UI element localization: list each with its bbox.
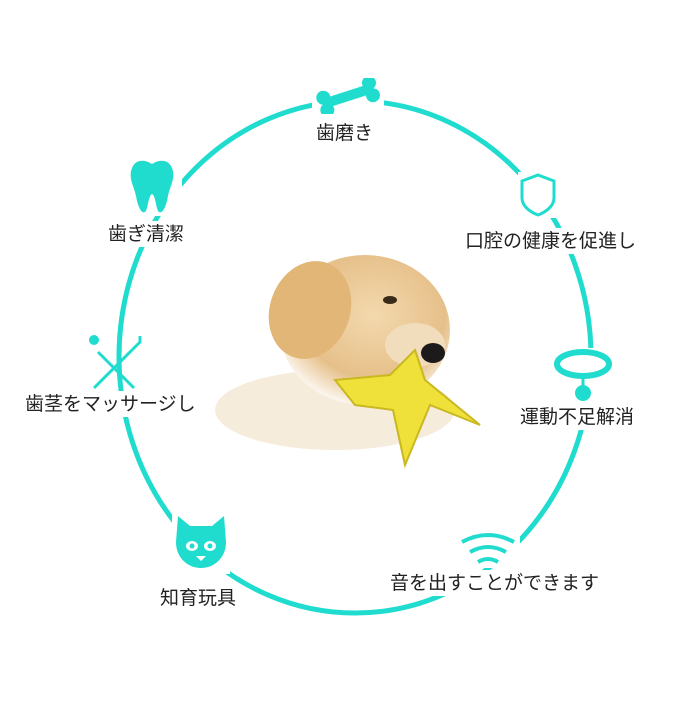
feature-label-brushing: 歯磨き	[313, 120, 377, 146]
dog-collar-icon	[552, 348, 614, 404]
feature-label-educational-toy: 知育玩具	[157, 585, 240, 611]
puppy-with-starfish-toy-photo	[215, 255, 481, 469]
feature-label-makes-sound: 音を出すことができます	[387, 570, 603, 596]
feature-label-dental-cleaning: 歯ぎ清潔	[105, 221, 188, 247]
shiba-dog-icon	[172, 512, 230, 574]
feature-label-oral-health: 口腔の健康を促進し	[462, 228, 640, 254]
bone-icon	[312, 75, 384, 118]
tooth-icon	[122, 156, 182, 216]
sound-wave-icon	[456, 530, 520, 568]
toothbrush-icon	[84, 330, 144, 390]
shield-icon	[518, 172, 558, 218]
feature-label-exercise: 運動不足解消	[517, 404, 638, 430]
feature-label-gum-massage: 歯茎をマッサージし	[22, 391, 199, 417]
